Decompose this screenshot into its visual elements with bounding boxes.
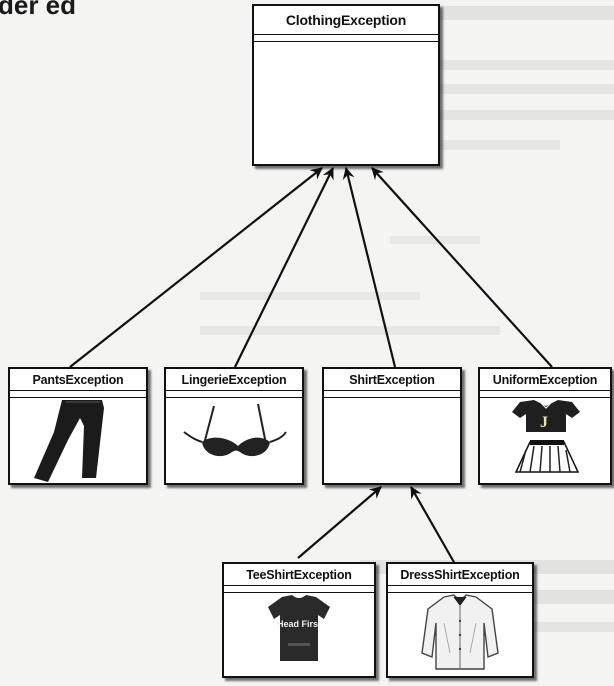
uniform-icon: J: [512, 400, 580, 473]
arrow-uniform-to-clothing: [371, 167, 553, 368]
class-name: ClothingException: [254, 6, 438, 35]
tshirt-icon: Head First: [268, 595, 330, 661]
class-box-shirt-exception: ShirtException: [322, 367, 462, 485]
arrow-lingerie-to-clothing: [234, 167, 334, 368]
attributes-compartment: [254, 35, 438, 42]
heading-fragment: der ed: [0, 0, 77, 20]
arrow-shirt-to-clothing: [342, 167, 397, 368]
class-name: LingerieException: [166, 369, 302, 391]
dress-shirt-icon: [421, 594, 499, 670]
attributes-compartment: [480, 391, 610, 398]
methods-compartment: Head First: [224, 593, 374, 681]
class-name: ShirtException: [324, 369, 460, 391]
tshirt-print: Head First: [277, 619, 321, 629]
class-name: PantsException: [10, 369, 146, 391]
attributes-compartment: [10, 391, 146, 398]
attributes-compartment: [388, 586, 532, 593]
class-box-dressshirt-exception: DressShirtException: [386, 562, 534, 678]
attributes-compartment: [166, 391, 302, 398]
class-name: UniformException: [480, 369, 610, 391]
class-box-lingerie-exception: LingerieException: [164, 367, 304, 485]
attributes-compartment: [224, 586, 374, 593]
class-name: DressShirtException: [388, 564, 532, 586]
arrow-dressshirt-to-shirt: [410, 486, 456, 565]
class-box-pants-exception: PantsException: [8, 367, 148, 485]
methods-compartment: [166, 398, 302, 488]
methods-compartment: J: [480, 398, 610, 488]
class-name: TeeShirtException: [224, 564, 374, 586]
class-box-clothing-exception: ClothingException: [252, 4, 440, 166]
pants-icon: [34, 400, 104, 482]
methods-compartment: [10, 398, 146, 488]
arrow-teeshirt-to-shirt: [297, 486, 382, 559]
methods-compartment: [388, 593, 532, 681]
bra-icon: [183, 403, 287, 457]
arrow-pants-to-clothing: [69, 167, 323, 368]
class-box-teeshirt-exception: TeeShirtException Head First: [222, 562, 376, 678]
uniform-letter: J: [540, 414, 548, 431]
class-box-uniform-exception: UniformException J: [478, 367, 612, 485]
attributes-compartment: [324, 391, 460, 398]
